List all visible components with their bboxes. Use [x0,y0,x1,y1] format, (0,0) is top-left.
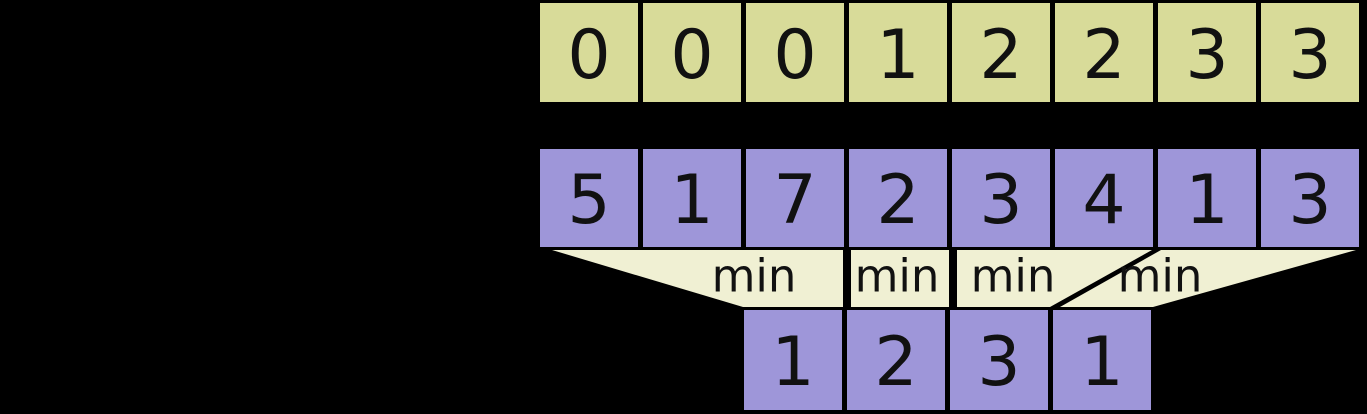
index-cell: 3 [1158,3,1256,102]
array-cell: 5 [540,149,638,247]
min-operation-label: min [854,249,940,303]
min-operation-label: min [970,249,1056,303]
block-min-cell: 2 [847,310,945,410]
block-min-row: 1 2 3 1 [740,308,1155,412]
index-cell: 2 [1055,3,1153,102]
index-cell: 2 [952,3,1050,102]
min-band-shape [1060,250,1356,307]
block-min-cell: 1 [1053,310,1151,410]
index-cell: 3 [1261,3,1359,102]
array-cell: 1 [1158,149,1256,247]
index-cell: 0 [540,3,638,102]
array-cell: 3 [952,149,1050,247]
array-cell: 1 [643,149,741,247]
min-operation-label: min [1117,249,1203,303]
index-cell: 0 [746,3,844,102]
index-row: 0 0 0 1 2 2 3 3 [536,1,1363,104]
array-row: 5 1 7 2 3 4 1 3 [536,147,1363,249]
min-band-shape [552,250,843,307]
array-cell: 3 [1261,149,1359,247]
index-cell: 0 [643,3,741,102]
array-cell: 7 [746,149,844,247]
block-min-cell: 1 [744,310,842,410]
array-cell: 4 [1055,149,1153,247]
min-operation-label: min [711,249,797,303]
index-cell: 1 [849,3,947,102]
block-min-cell: 3 [950,310,1048,410]
array-cell: 2 [849,149,947,247]
